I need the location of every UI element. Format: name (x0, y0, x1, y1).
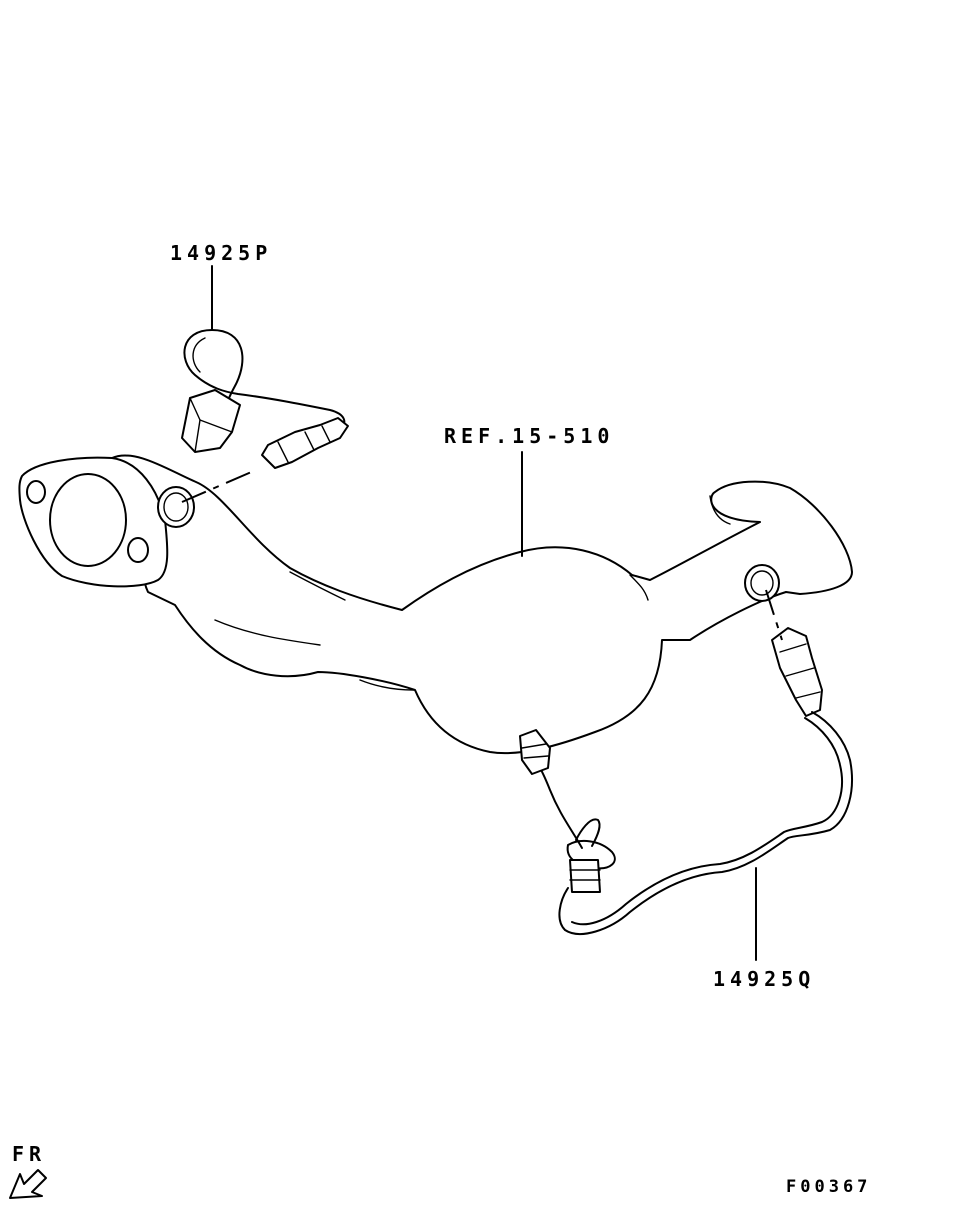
label-lower-sensor: 14925Q (713, 967, 815, 991)
flange-bolt-hole (127, 537, 149, 563)
flange-port (49, 473, 127, 567)
label-direction: FR (12, 1142, 46, 1166)
wire-clip (569, 859, 601, 893)
sensor-body-upper (261, 417, 349, 469)
figure-code: F00367 (786, 1177, 871, 1197)
sensor-connector-upper (181, 389, 241, 453)
sensor-boss-lower (744, 564, 780, 602)
arrow-down-left-icon (9, 1169, 47, 1199)
sensor-connector-lower (519, 729, 551, 775)
flange-bolt-hole (26, 480, 46, 504)
sensor-body-lower (771, 627, 823, 717)
exhaust-manifold (18, 454, 853, 755)
label-upper-sensor: 14925P (170, 241, 272, 265)
oxygen-sensor-lower (519, 627, 853, 935)
install-axis-upper (181, 469, 257, 503)
install-axis-lower (765, 589, 783, 641)
oxygen-sensor-upper (181, 329, 349, 469)
label-manifold-ref: REF.15-510 (444, 424, 614, 448)
